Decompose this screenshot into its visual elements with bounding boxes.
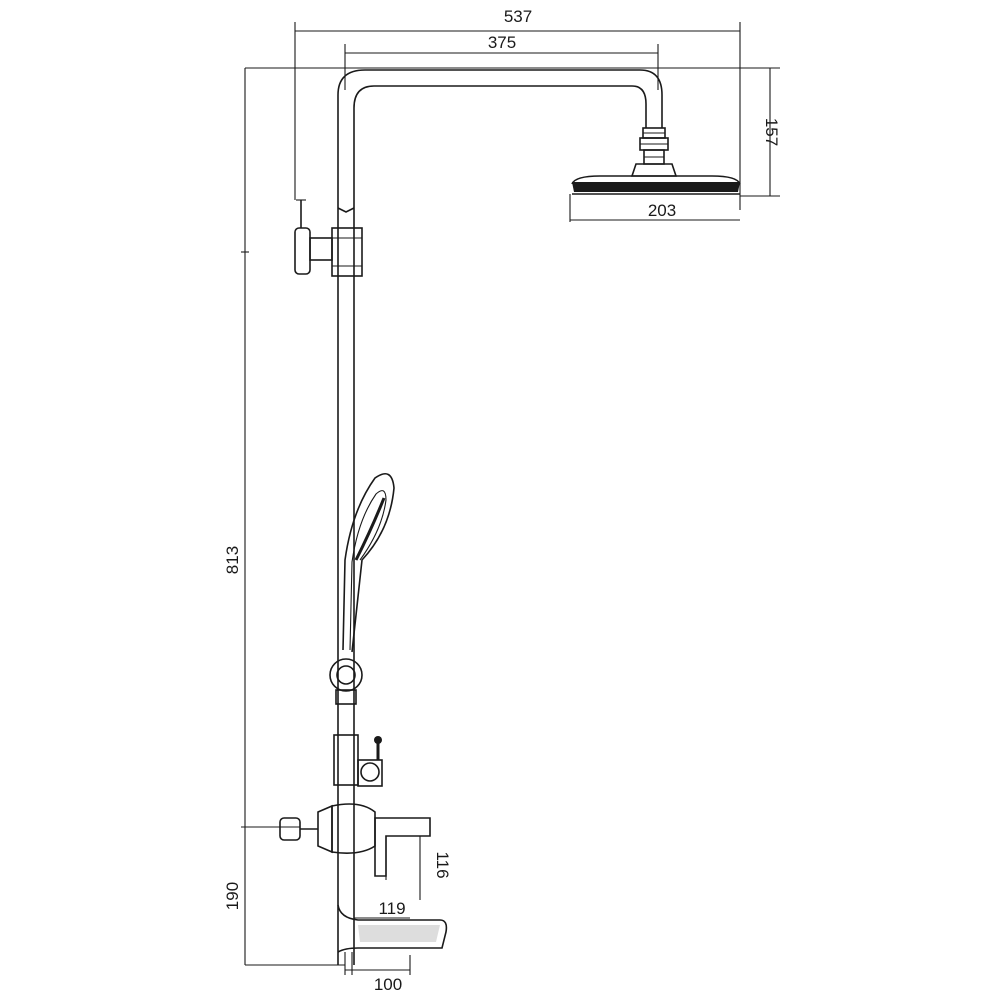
dimension-spout-width: 100 bbox=[345, 955, 411, 994]
head-diameter-label: 203 bbox=[648, 201, 676, 220]
mixer-height-label: 190 bbox=[223, 882, 242, 910]
upper-wall-bracket bbox=[294, 199, 363, 277]
diverter-valve bbox=[333, 734, 383, 787]
dimension-head-height: 157 bbox=[245, 67, 781, 197]
tub-spout bbox=[337, 904, 448, 975]
column-height-label: 813 bbox=[223, 546, 242, 574]
dimension-arm-width: 375 bbox=[344, 33, 659, 90]
arm-width-label: 375 bbox=[488, 33, 516, 52]
handle-height-label: 116 bbox=[433, 851, 452, 878]
spout-projection-label: 119 bbox=[378, 899, 405, 918]
total-width-label: 537 bbox=[504, 7, 532, 26]
dimension-total-width: 537 bbox=[294, 7, 741, 210]
head-height-label: 157 bbox=[762, 118, 781, 146]
spout-width-label: 100 bbox=[374, 975, 402, 994]
dimension-spout-projection: 119 bbox=[354, 899, 410, 919]
mixer-valve bbox=[279, 803, 431, 880]
dimension-column-height: 813 bbox=[223, 68, 300, 965]
shower-head bbox=[571, 127, 741, 195]
riser-pipe bbox=[337, 69, 663, 965]
dimension-handle-height: 116 bbox=[419, 836, 452, 900]
hand-shower bbox=[342, 472, 395, 653]
dimension-mixer-height: 190 bbox=[223, 882, 345, 966]
hand-shower-holder bbox=[329, 658, 363, 705]
dimension-head-diameter: 203 bbox=[569, 194, 740, 222]
